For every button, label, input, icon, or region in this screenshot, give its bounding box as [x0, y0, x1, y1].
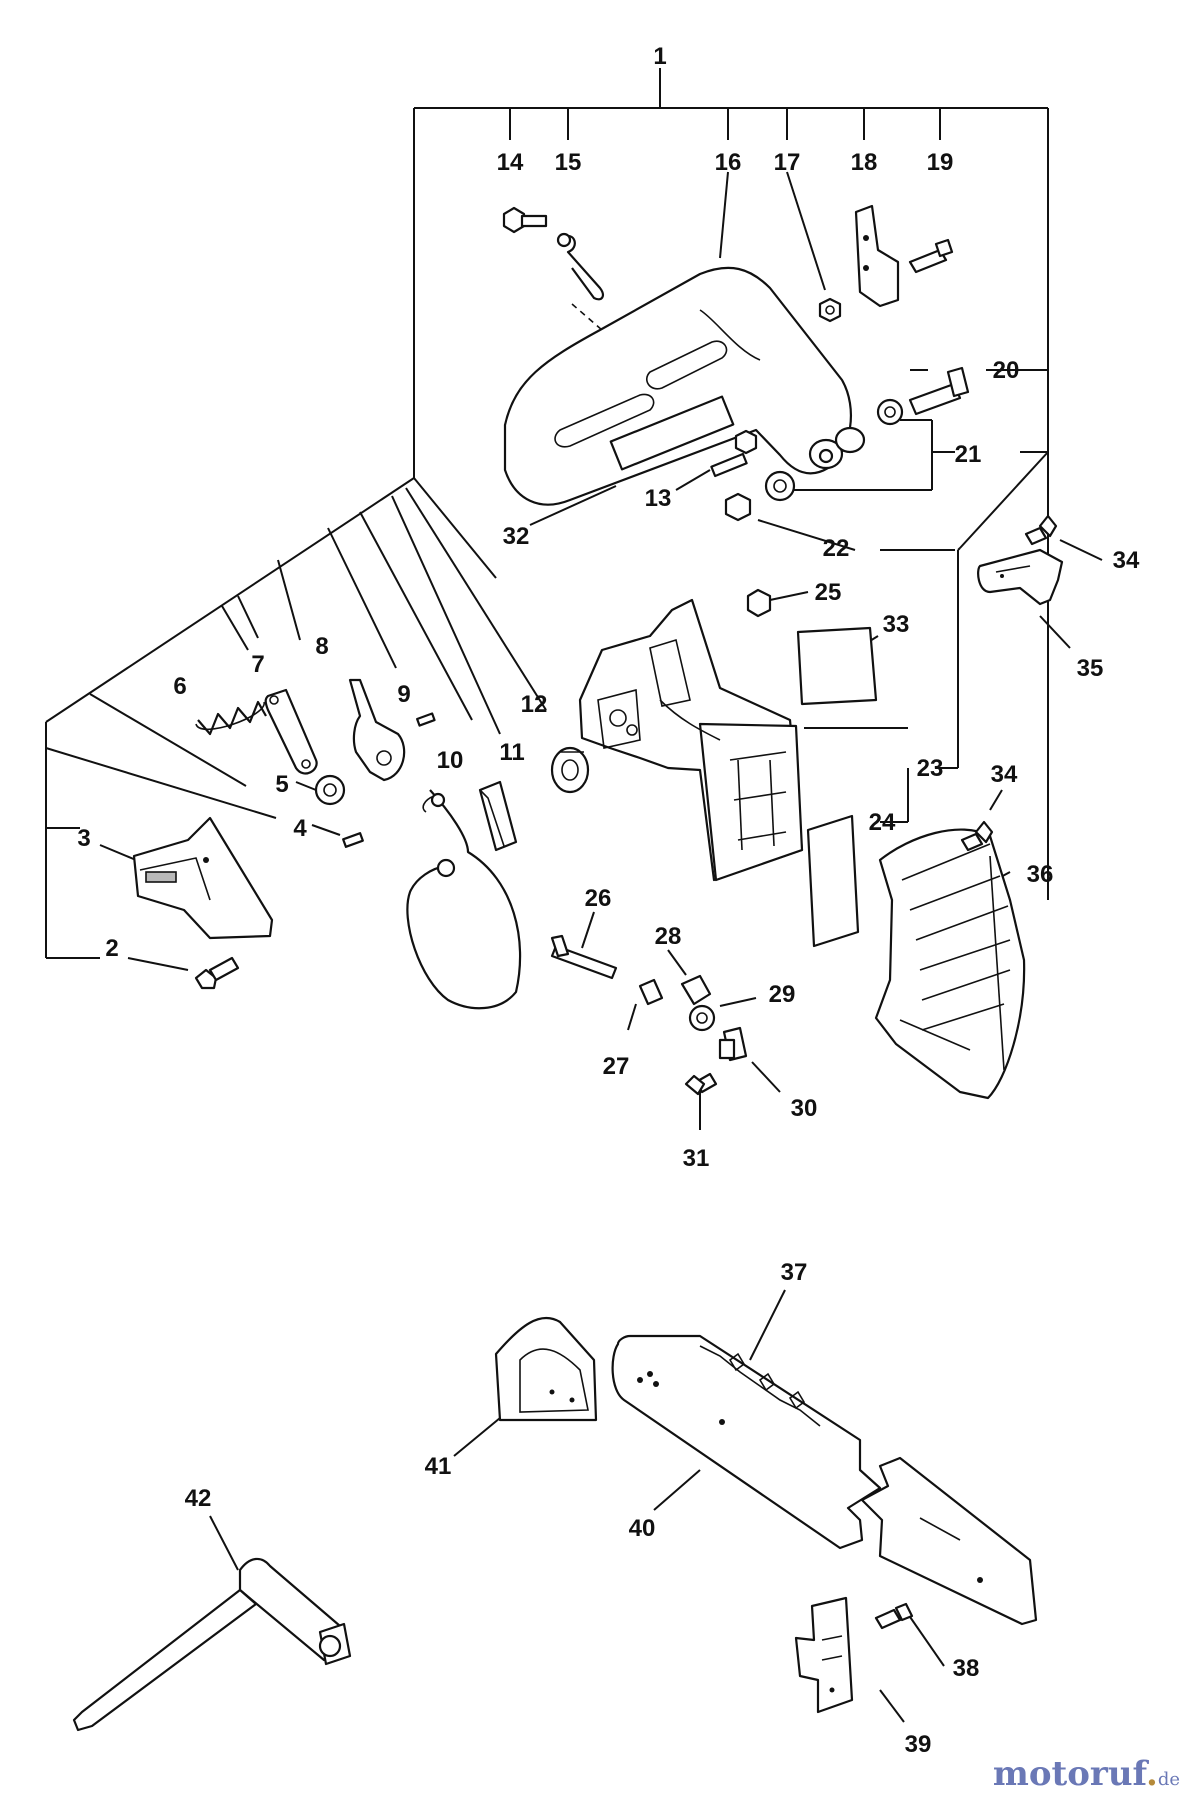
screws-34-31-2 [194, 514, 1058, 1096]
labels-decals [796, 626, 878, 948]
label-17: 17 [774, 149, 801, 176]
label-12: 12 [521, 691, 548, 718]
lower-group [72, 1316, 1038, 1732]
chain-cover-hardware [502, 204, 970, 618]
label-18: 18 [851, 149, 878, 176]
label-33: 33 [883, 611, 910, 638]
label-6: 6 [173, 673, 186, 700]
label-16: 16 [715, 149, 742, 176]
label-3: 3 [77, 825, 90, 852]
label-9: 9 [397, 681, 410, 708]
label-25: 25 [815, 579, 842, 606]
label-37: 37 [781, 1259, 808, 1286]
label-11: 11 [499, 739, 524, 766]
label-24: 24 [869, 809, 896, 836]
label-31: 31 [683, 1145, 710, 1172]
label-38: 38 [953, 1655, 980, 1682]
label-41: 41 [425, 1453, 452, 1480]
label-22: 22 [823, 535, 850, 562]
watermark-name: motoruf [992, 1754, 1146, 1794]
label-5: 5 [275, 771, 288, 798]
label-28: 28 [655, 923, 682, 950]
label-39: 39 [905, 1731, 932, 1758]
label-15: 15 [555, 149, 582, 176]
label-40: 40 [629, 1515, 656, 1542]
chain-brake-housing [578, 598, 804, 882]
part-labels: 1 2 3 4 5 6 7 8 9 10 11 12 13 14 15 16 1… [77, 43, 1140, 1758]
label-13: 13 [645, 485, 672, 512]
label-2: 2 [105, 935, 118, 962]
brake-parts-left [132, 678, 590, 1010]
label-19: 19 [927, 149, 954, 176]
label-21: 21 [955, 441, 982, 468]
watermark-logo: motoruf.de [993, 1754, 1180, 1794]
label-36: 36 [1027, 861, 1054, 888]
label-14: 14 [497, 149, 524, 176]
leader-lines [45, 68, 1103, 1723]
label-20: 20 [993, 357, 1020, 384]
label-34-bottom: 34 [991, 761, 1018, 788]
watermark-dot: . [1145, 1754, 1158, 1794]
label-1: 1 [653, 43, 666, 70]
label-4: 4 [293, 815, 307, 842]
label-30: 30 [791, 1095, 818, 1122]
label-35: 35 [1077, 655, 1104, 682]
side-cover-36 [874, 828, 1026, 1100]
bracket-35 [977, 548, 1064, 606]
label-42: 42 [185, 1485, 212, 1512]
tensioner-parts [550, 934, 748, 1062]
label-32: 32 [503, 523, 530, 550]
label-7: 7 [251, 651, 264, 678]
chain-guard-cover [503, 266, 866, 506]
label-8: 8 [315, 633, 328, 660]
label-34-top: 34 [1113, 547, 1140, 574]
watermark-tld: de [1157, 1769, 1180, 1790]
label-10: 10 [437, 747, 464, 774]
label-27: 27 [603, 1053, 630, 1080]
label-23: 23 [917, 755, 944, 782]
label-26: 26 [585, 885, 612, 912]
label-29: 29 [769, 981, 796, 1008]
